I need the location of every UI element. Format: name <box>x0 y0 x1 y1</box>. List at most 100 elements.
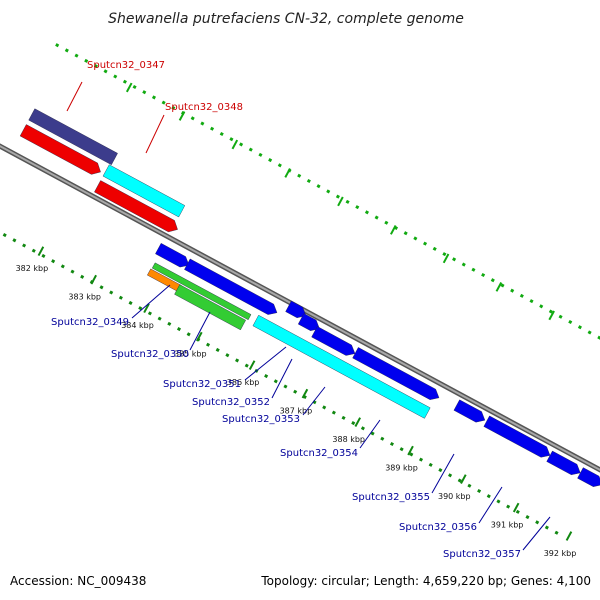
inner-dot <box>506 504 511 509</box>
inner-dot <box>235 358 240 363</box>
outer-dot <box>500 283 505 288</box>
outer-dot <box>539 304 544 309</box>
inner-dot <box>351 421 356 426</box>
label-leader-line <box>244 346 287 381</box>
inner-dot <box>2 233 7 238</box>
outer-dot <box>151 95 157 100</box>
gene-labels: Sputcn32_0347Sputcn32_0348Sputcn32_0349S… <box>51 60 551 560</box>
inner-dot <box>22 243 27 248</box>
map-title: Shewanella putrefaciens CN-32, complete … <box>108 11 464 27</box>
outer-dot <box>510 288 515 293</box>
tick-mark <box>37 246 45 257</box>
label-leader-line <box>431 453 455 494</box>
outer-dot <box>132 84 137 90</box>
inner-dot <box>331 410 336 415</box>
inner-dot <box>205 342 211 347</box>
label-leader-line <box>145 114 165 154</box>
outer-dot <box>461 262 466 267</box>
tick-label: 384 kbp <box>121 321 154 330</box>
gene-label: Sputcn32_0354 <box>280 448 358 459</box>
gene-feature <box>174 284 246 331</box>
outer-dot <box>335 194 340 199</box>
outer-dot <box>597 335 600 340</box>
gene-features <box>19 108 600 487</box>
inner-dot <box>167 321 172 326</box>
gene-label: Sputcn32_0351 <box>163 379 241 390</box>
outer-dot <box>93 64 98 69</box>
gene-feature <box>285 300 307 319</box>
inner-dot <box>283 384 288 389</box>
outer-dot <box>423 241 428 246</box>
label-leader-line <box>522 516 551 551</box>
outer-dot <box>577 325 582 330</box>
outer-dot <box>558 314 563 319</box>
outer-dot <box>171 105 176 110</box>
outer-dot <box>210 126 215 131</box>
inner-dot <box>31 248 36 253</box>
accession-text: Accession: NC_009438 <box>10 574 146 588</box>
outer-dot <box>268 158 273 163</box>
gene-feature <box>102 164 186 218</box>
inner-dot <box>264 374 269 379</box>
gene-feature <box>577 467 600 487</box>
gene-label: Sputcn32_0350 <box>111 349 189 360</box>
inner-dot <box>535 520 540 525</box>
inner-dot <box>109 290 114 295</box>
outer-dot <box>519 293 524 298</box>
inner-dot <box>399 447 404 452</box>
inner-dot <box>60 264 65 269</box>
tick-mark <box>512 502 520 513</box>
outer-dot <box>64 48 69 53</box>
inner-dot <box>341 415 346 420</box>
outer-dot <box>277 163 282 168</box>
label-leader-line <box>131 284 171 319</box>
inner-dot <box>80 274 85 279</box>
gene-label: Sputcn32_0353 <box>222 414 300 425</box>
outer-dot <box>142 90 147 95</box>
gene-feature <box>155 243 190 268</box>
outer-tick-mark <box>125 82 133 93</box>
outer-dot <box>355 205 360 210</box>
gene-feature <box>453 399 486 423</box>
inner-dot <box>370 431 375 436</box>
outer-dot <box>529 299 534 304</box>
outer-dot <box>297 173 302 178</box>
outer-dot <box>568 319 573 325</box>
tick-mark <box>196 331 203 342</box>
outer-tick-mark <box>178 111 186 121</box>
inner-dot <box>128 300 133 305</box>
gene-feature <box>546 450 581 476</box>
inner-dot <box>438 468 443 473</box>
outer-dot <box>374 215 379 220</box>
tick-mark <box>90 274 97 285</box>
inner-dot <box>225 353 230 358</box>
inner-dot <box>486 494 491 499</box>
outer-dot <box>452 257 457 262</box>
outer-tick-mark <box>284 168 291 178</box>
tick-label: 388 kbp <box>332 435 365 444</box>
outer-dot <box>113 74 118 79</box>
outer-dot <box>229 137 234 142</box>
gene-feature <box>483 415 551 458</box>
inner-dot <box>12 238 17 243</box>
label-leader-line <box>359 419 381 449</box>
tick-mark <box>248 360 256 371</box>
outer-dot <box>326 189 331 194</box>
gene-label: Sputcn32_0355 <box>352 492 430 503</box>
outer-dot <box>306 178 311 184</box>
outer-tick-mark <box>390 225 397 235</box>
tick-label: 391 kbp <box>491 520 524 529</box>
tick-label: 385 kbp <box>174 349 207 358</box>
outer-dot <box>190 116 195 121</box>
inner-dot <box>496 499 501 504</box>
tick-mark <box>460 474 467 484</box>
inner-dot <box>448 473 453 478</box>
outer-tick-mark <box>231 139 239 150</box>
tick-mark <box>565 531 573 541</box>
gene-feature <box>311 326 356 356</box>
outer-dot <box>403 231 408 236</box>
inner-dot <box>554 530 559 535</box>
inner-dot <box>138 306 143 311</box>
outer-tick-mark <box>548 310 555 321</box>
tick-label: 390 kbp <box>438 492 471 501</box>
